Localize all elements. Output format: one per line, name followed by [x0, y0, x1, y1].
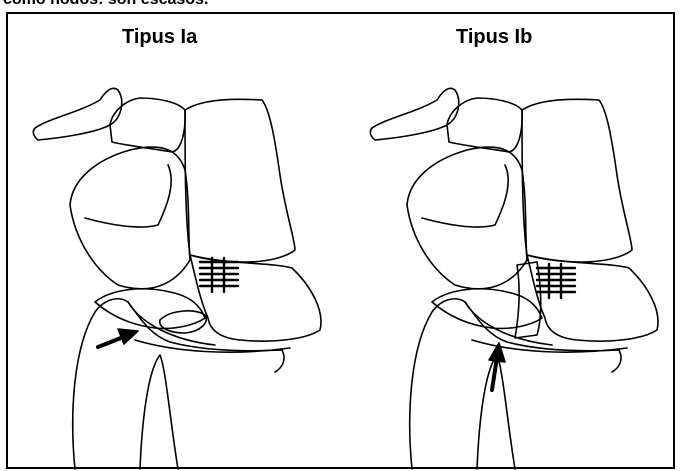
suture-marks [537, 264, 575, 298]
trapezoid-outline [447, 98, 522, 152]
lunate-outline [432, 289, 542, 329]
scaphoid-outline [407, 147, 527, 289]
scaphoid-inner [422, 165, 508, 227]
radius-outline [410, 299, 621, 469]
trapezium-outline [370, 88, 458, 140]
capitate-outline [522, 99, 632, 262]
